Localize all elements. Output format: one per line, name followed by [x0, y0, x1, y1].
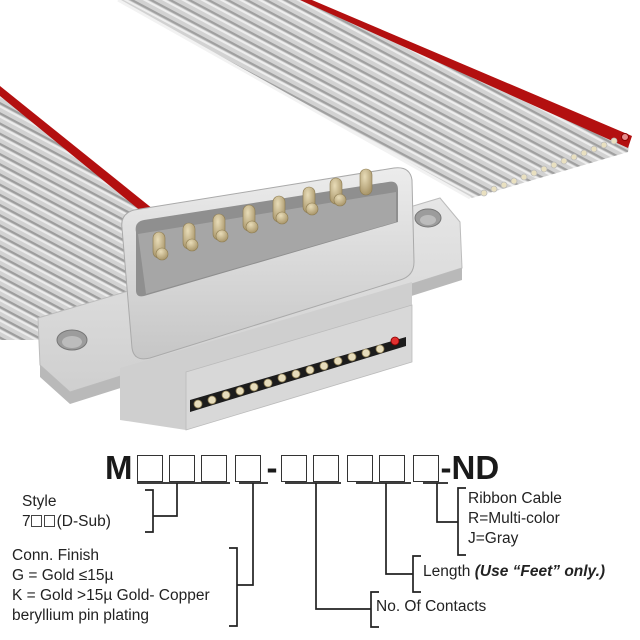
- ribbon-j: J=Gray: [468, 530, 519, 547]
- style-small-box-2: [43, 515, 55, 527]
- contacts-box-1: [280, 454, 307, 482]
- finish-g: G = Gold ≤15µ: [12, 567, 114, 584]
- finish-k: K = Gold >15µ Gold- Copper: [12, 587, 210, 604]
- finish-box: [234, 454, 261, 482]
- contacts-box-2: [312, 454, 339, 482]
- connector-rear-body: [120, 282, 413, 431]
- legend-style: Style 7(D-Sub): [22, 492, 111, 532]
- ribbon-r: R=Multi-color: [468, 510, 560, 527]
- style-value: 7(D-Sub): [22, 513, 111, 530]
- legend-contacts: No. Of Contacts: [376, 597, 486, 617]
- legend-finish: Conn. Finish G = Gold ≤15µ K = Gold >15µ…: [12, 546, 210, 626]
- d-sub-shell: [121, 167, 415, 360]
- ribbon-cable-top: [117, 0, 632, 200]
- part-separator: -: [266, 449, 278, 486]
- part-number: M - -ND: [105, 448, 499, 488]
- style-box-3: [200, 454, 227, 482]
- legend-ribbon: Ribbon Cable R=Multi-color J=Gray: [468, 489, 562, 549]
- part-prefix: M: [105, 449, 133, 486]
- length-note: (Use “Feet” only.): [474, 563, 606, 580]
- ribbon-title: Ribbon Cable: [468, 490, 562, 507]
- part-suffix: -ND: [440, 449, 500, 486]
- legend-length: Length (Use “Feet” only.): [423, 562, 605, 582]
- style-title: Style: [22, 493, 57, 510]
- contact-pins: [152, 168, 373, 261]
- legend-bracket-lines: [137, 482, 466, 628]
- ribbon-box: [412, 454, 439, 482]
- length-box-2: [378, 454, 405, 482]
- length-box-1: [346, 454, 373, 482]
- style-small-box-1: [30, 515, 42, 527]
- finish-k-cont: beryllium pin plating: [12, 607, 149, 624]
- length-title: Length: [423, 563, 471, 580]
- finish-title: Conn. Finish: [12, 547, 100, 564]
- style-box-1: [136, 454, 163, 482]
- style-box-2: [168, 454, 195, 482]
- contacts-title: No. Of Contacts: [376, 598, 487, 615]
